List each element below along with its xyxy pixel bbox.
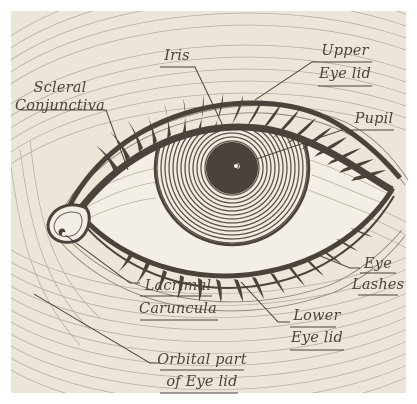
- pupil: [206, 142, 258, 194]
- label-upper-eye-lid: Upper Eye lid: [314, 43, 376, 83]
- label-orbital-part-of-eye-lid: Orbital part of Eye lid: [156, 352, 248, 391]
- label-iris: Iris: [157, 48, 197, 65]
- label-lacrimal-caruncula: Lacrimal Caruncula: [136, 278, 220, 318]
- label-pupil: Pupil: [350, 111, 398, 128]
- label-scleral-conjunctiva: Scleral Conjunctiva: [14, 80, 106, 115]
- label-eye-lashes: Eye Lashes: [352, 256, 404, 294]
- caruncula-leader-dot: [62, 232, 66, 236]
- lacrimal-caruncula-shape: [48, 205, 89, 242]
- pupil-leader-dot: [234, 164, 239, 169]
- label-lower-eye-lid: Lower Eye lid: [286, 308, 348, 347]
